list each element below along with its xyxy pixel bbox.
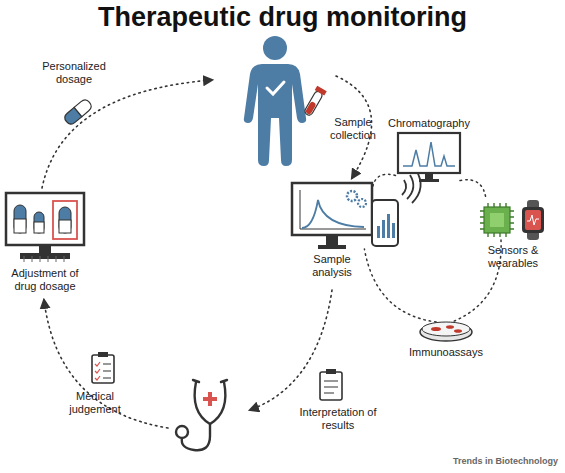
patient-figure bbox=[267, 82, 284, 94]
test-tube bbox=[305, 101, 317, 115]
source-credit: Trends in Biotechnology bbox=[380, 455, 558, 468]
step-label: Interpretation of results bbox=[296, 406, 380, 432]
icon-node: Immunoassays bbox=[420, 322, 472, 342]
smartwatch bbox=[527, 215, 539, 225]
sensor-chip bbox=[480, 203, 514, 237]
dotted-connector bbox=[460, 180, 486, 200]
test-tube bbox=[315, 86, 327, 96]
clipboard-icon bbox=[320, 372, 342, 400]
phone-icon bbox=[407, 175, 413, 199]
cycle-arrow bbox=[42, 80, 212, 188]
patient-figure bbox=[263, 36, 287, 60]
smartwatch bbox=[522, 200, 544, 240]
petri-dish bbox=[454, 329, 462, 333]
petri-dish bbox=[446, 325, 454, 329]
adjustment-monitor bbox=[34, 222, 44, 233]
adjustment-monitor bbox=[24, 256, 64, 262]
icon-node: Chromatography bbox=[398, 133, 460, 182]
stethoscope bbox=[193, 380, 227, 382]
node-label: Sensors & wearables bbox=[478, 244, 548, 270]
phone-icon bbox=[387, 214, 390, 238]
phone-icon bbox=[412, 170, 421, 203]
test-tube bbox=[304, 90, 324, 117]
clipboard-icon bbox=[92, 355, 114, 383]
patient-figure bbox=[244, 36, 306, 166]
clipboard-icon bbox=[324, 381, 338, 393]
dotted-connector bbox=[364, 249, 436, 322]
node-label: Sample analysis bbox=[302, 253, 362, 279]
phone-icon bbox=[372, 200, 398, 246]
clipboard-icon bbox=[320, 369, 342, 400]
analysis-monitor bbox=[300, 190, 366, 229]
node-label: Chromatography bbox=[379, 117, 479, 130]
smartwatch bbox=[525, 210, 541, 230]
step-label: Personalized dosage bbox=[38, 60, 110, 86]
clipboard-icon bbox=[98, 352, 108, 357]
analysis-monitor bbox=[326, 235, 338, 245]
icon-node: Adjustment of drug dosage bbox=[6, 193, 84, 263]
petri-dish bbox=[422, 322, 470, 336]
adjustment-monitor bbox=[59, 207, 71, 233]
step-label: Sample collection bbox=[322, 116, 384, 142]
clipboard-icon bbox=[326, 369, 336, 374]
adjustment-monitor bbox=[20, 253, 70, 259]
test-tube bbox=[302, 86, 327, 117]
chromatography-monitor bbox=[398, 133, 460, 173]
adjustment-monitor bbox=[53, 201, 77, 239]
adjustment-monitor bbox=[39, 245, 51, 253]
analysis-monitor bbox=[358, 199, 366, 207]
dotted-connector bbox=[372, 174, 398, 192]
petri-dish bbox=[420, 322, 472, 341]
adjustment-monitor bbox=[6, 193, 84, 262]
phone-icon bbox=[382, 220, 385, 238]
diagram-title: Therapeutic drug monitoring bbox=[0, 2, 565, 33]
analysis-monitor bbox=[318, 245, 346, 249]
patient-figure bbox=[244, 64, 306, 166]
analysis-monitor bbox=[302, 200, 364, 228]
phone-icon bbox=[377, 226, 380, 238]
sensor-chip bbox=[490, 213, 504, 227]
stethoscope bbox=[195, 382, 226, 424]
clipboard-icon bbox=[95, 362, 100, 380]
adjustment-monitor bbox=[59, 220, 71, 233]
pill-icon bbox=[74, 98, 93, 117]
smartwatch bbox=[522, 207, 544, 233]
cycle-arrow bbox=[44, 300, 168, 428]
chromatography-monitor bbox=[403, 142, 455, 166]
analysis-monitor bbox=[347, 191, 357, 201]
adjustment-monitor bbox=[34, 212, 44, 233]
adjustment-monitor bbox=[14, 219, 26, 233]
stethoscope bbox=[176, 426, 188, 438]
clipboard-icon bbox=[92, 352, 114, 383]
adjustment-monitor bbox=[6, 193, 84, 245]
clipboard-icon bbox=[103, 364, 111, 378]
icon-node: Sensors & wearables bbox=[480, 200, 546, 240]
chromatography-monitor bbox=[398, 133, 460, 182]
chromatography-monitor bbox=[419, 179, 439, 182]
icon-node: Sample analysis bbox=[292, 183, 372, 249]
petri-dish bbox=[420, 323, 472, 341]
stethoscope bbox=[203, 392, 217, 406]
cycle-arrow bbox=[42, 76, 372, 428]
phone-icon bbox=[392, 223, 395, 238]
sensor-chip bbox=[480, 203, 514, 237]
node-label: Immunoassays bbox=[401, 346, 491, 359]
stethoscope bbox=[176, 380, 227, 450]
petri-dish bbox=[431, 327, 441, 331]
adjustment-monitor bbox=[14, 205, 26, 233]
sensor-chip bbox=[484, 207, 510, 233]
analysis-monitor bbox=[292, 183, 372, 249]
step-label: Medical judgement bbox=[58, 390, 132, 416]
phone-icon bbox=[372, 170, 421, 246]
pill-icon bbox=[63, 98, 94, 126]
phone-icon bbox=[402, 180, 406, 195]
chromatography-monitor bbox=[425, 173, 433, 179]
node-label: Adjustment of drug dosage bbox=[3, 267, 88, 293]
analysis-monitor bbox=[292, 183, 372, 235]
